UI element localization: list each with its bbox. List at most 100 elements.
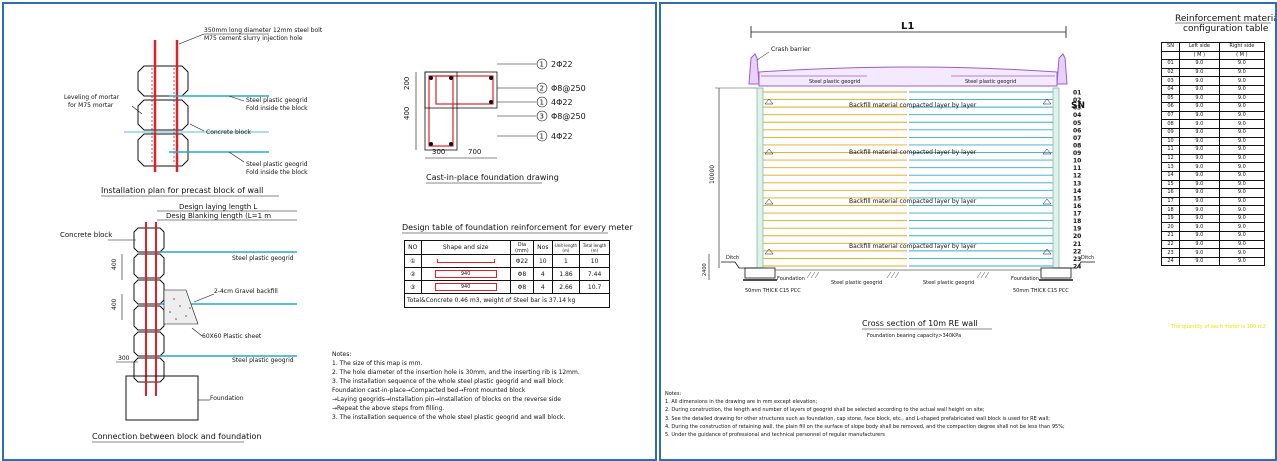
note-line: →Repeat the above steps from filling. [332,405,445,412]
table-cell: 9.0 [1179,102,1220,112]
dim-200: 200 [403,77,411,90]
geogrid-callout-1: Steel plastic geogrid [246,97,308,104]
table-cell: 9.0 [1218,205,1266,215]
note-line: →Laying geogrids→Installation pin→Instal… [332,396,561,403]
cross-section-caption: Cross section of 10m RE wall [862,319,978,328]
table-cell: 09 [1161,127,1180,138]
foundation-label: Foundation [210,395,244,402]
table-cell: 11 [1161,145,1180,155]
table-cell: 08 [1161,119,1180,129]
blanking-length-dim: Desig Blanking length (L=1 m [166,212,271,220]
layer-number: 18 [1073,218,1081,225]
geogrid-bottom-right: Steel plastic geogrid [923,280,974,286]
table-cell: 9.0 [1179,231,1220,241]
table-footer: Total&Concrete 0.46 m3, weight of Steel … [404,293,610,308]
shape-dim: 940 [434,270,497,278]
grout-callout: M75 cement slurry injection hole [204,35,303,42]
backfill-label-2: Backfill material compacted layer by lay… [849,149,977,156]
right-crash-barrier [1056,53,1068,85]
mark-text-4: Φ8@250 [551,112,586,121]
table-cell: 24 [1161,256,1180,267]
mark-text-2: Φ8@250 [551,84,586,93]
table-row: ② 940 Φ8 4 1.86 7.44 [404,267,610,281]
mark-num-2: 2 [540,85,544,93]
table-cell: 9.0 [1218,256,1266,267]
table-units-row: ( M )( M ) [1161,50,1266,61]
mark-text-5: 4Φ22 [551,132,573,141]
layer-number: 12 [1073,173,1081,180]
table-cell: 06 [1161,102,1180,112]
table-cell: 21 [1161,231,1180,241]
block-foundation-connection: Design laying length L Desig Blanking le… [60,203,297,443]
anchor-mark [764,98,774,105]
row-nos: 4 [532,267,553,281]
right-drawing-sheet: L1 Crash barrier Steel plastic geogrid S… [659,2,1277,461]
row-unit: 2.66 [551,280,581,294]
layer-number: 20 [1073,233,1081,240]
concrete-block-label: Concrete block [60,231,113,239]
left-notes: Notes: 1. The size of this map is mm. 2.… [332,350,580,422]
note-line: 2. The hole diameter of the insertion ho… [332,369,580,376]
table-cell: 9.0 [1218,170,1266,181]
table-cell: 05 [1161,93,1180,104]
table-cell: 9.0 [1218,110,1266,121]
foundation-section: 200 400 300 700 1 2Φ22 2 Φ8@250 1 4Φ22 [403,58,586,184]
block-plan: 350mm long diameter 12mm steel bolt M75 … [64,27,323,197]
layer-number: 03 [1073,105,1081,112]
anchor-mark [1042,198,1052,205]
mark-num-3: 1 [540,99,544,107]
note-line: Foundation cast-in-place→Compacted bed→F… [332,387,526,394]
note-line: 1. The size of this map is mm. [332,360,423,367]
row-total: 7.44 [579,267,610,281]
row-unit: 1 [551,254,581,268]
laying-length-dim: Design laying length L [179,203,257,211]
layer-number: 04 [1073,112,1081,119]
mark-text-1: 2Φ22 [551,60,573,69]
table-header: Unit length (m) [551,240,581,255]
table-cell: 9.0 [1179,248,1220,258]
table-cell: 9.0 [1218,179,1266,190]
backfill-label-1: Backfill material compacted layer by lay… [849,102,977,109]
height-dim: 10000 [709,165,716,184]
layer-number: 19 [1073,226,1081,233]
table-cell: 9.0 [1179,196,1220,207]
table-cell: 9.0 [1218,162,1266,172]
foundation-label-left: Foundation [777,276,805,282]
table-cell: ( M ) [1218,50,1266,61]
table-cell: 01 [1161,59,1180,69]
table-row: ① Φ22 10 1 10 [404,254,610,268]
row-no: ③ [404,280,422,294]
bottom-dim: 2400 [702,263,708,276]
layer-number: 01 [1073,90,1081,97]
row-unit: 1.86 [551,267,581,281]
table-cell: 9.0 [1218,222,1266,233]
table-cell: 20 [1161,222,1180,233]
dim-300: 300 [118,355,130,362]
config-title-2: configuration table [1183,24,1269,34]
table-cell: 9.0 [1179,170,1220,181]
cross-section-svg: L1 Crash barrier Steel plastic geogrid S… [702,14,1275,339]
config-title-1: Reinforcement material [1175,14,1275,24]
table-cell: 9.0 [1218,145,1266,155]
note-line: 1. All dimensions in the drawing are in … [665,399,818,406]
layer-number: 21 [1073,241,1081,248]
layer-number: 08 [1073,142,1081,149]
l1-label: L1 [901,21,914,32]
concrete-block-callout: Concrete block [206,129,251,136]
bar-shape-rect: 940 [420,267,511,281]
leveling-callout: Leveling of mortar [64,94,120,101]
anchor-mark [764,248,774,255]
table-cell: 19 [1161,213,1180,224]
foundation-reinforcement-table: NO Shape and size Dia (mm) Nos Unit leng… [404,240,610,308]
row-no: ① [404,254,422,268]
ground-hatch-icon [806,271,990,279]
